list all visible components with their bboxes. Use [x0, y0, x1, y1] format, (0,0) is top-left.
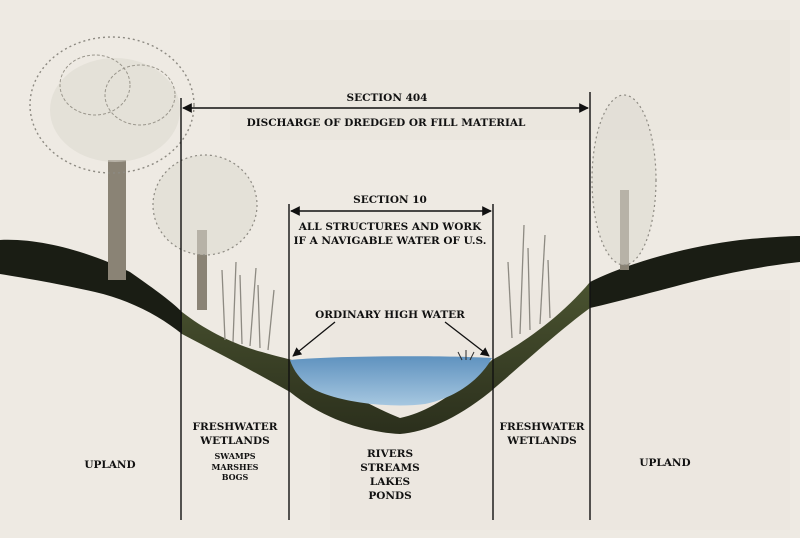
section10-description-line: IF A NAVIGABLE WATER OF U.S.	[293, 235, 487, 247]
reeds-right-icon	[507, 224, 551, 339]
reeds-left-icon	[221, 261, 275, 351]
terrain-left-upland	[0, 239, 182, 334]
water-type: RIVERS	[366, 448, 414, 460]
zone-upland-left: UPLAND	[84, 459, 136, 471]
water-body	[290, 356, 492, 406]
zone-upland-right: UPLAND	[639, 457, 691, 469]
terrain-wetland-basin	[182, 282, 590, 434]
wetlands-left-title-line: WETLANDS	[200, 435, 270, 447]
wetland-type: MARSHES	[211, 461, 259, 472]
wetlands-left-title-line: FRESHWATER	[192, 421, 278, 433]
wetlands-right-title-line: FRESHWATER	[499, 421, 585, 433]
section10-description-line: ALL STRUCTURES AND WORK	[298, 221, 482, 233]
section10-title: SECTION 10	[353, 194, 427, 206]
section10-description: ALL STRUCTURES AND WORK IF A NAVIGABLE W…	[290, 220, 490, 248]
shoreline-plant-icon	[457, 350, 475, 361]
wetlands-right-title-line: WETLANDS	[507, 435, 577, 447]
tree-right-upland-icon	[591, 94, 657, 270]
zone-freshwater-wetlands-right: FRESHWATER WETLANDS	[494, 420, 590, 448]
ordinary-high-water-arrow-right	[444, 321, 490, 357]
ordinary-high-water-arrow-left	[292, 321, 336, 357]
section404-title: SECTION 404	[346, 92, 428, 104]
wetland-type: BOGS	[221, 472, 249, 482]
wetland-types-list: SWAMPS MARSHES BOGS	[195, 451, 275, 483]
water-type: PONDS	[368, 490, 412, 502]
wetland-type: SWAMPS	[214, 451, 256, 461]
tree-left-wetland-icon	[152, 154, 258, 310]
terrain-right-upland	[590, 236, 800, 308]
ordinary-high-water-label: ORDINARY HIGH WATER	[315, 309, 465, 321]
water-type: LAKES	[369, 476, 411, 488]
zone-freshwater-wetlands-left: FRESHWATER WETLANDS	[187, 420, 283, 448]
section404-description: DISCHARGE OF DREDGED OR FILL MATERIAL	[246, 117, 526, 129]
water-type: STREAMS	[360, 462, 420, 474]
tree-left-upland-icon	[29, 36, 195, 280]
zone-waters-list: RIVERS STREAMS LAKES PONDS	[345, 447, 435, 503]
